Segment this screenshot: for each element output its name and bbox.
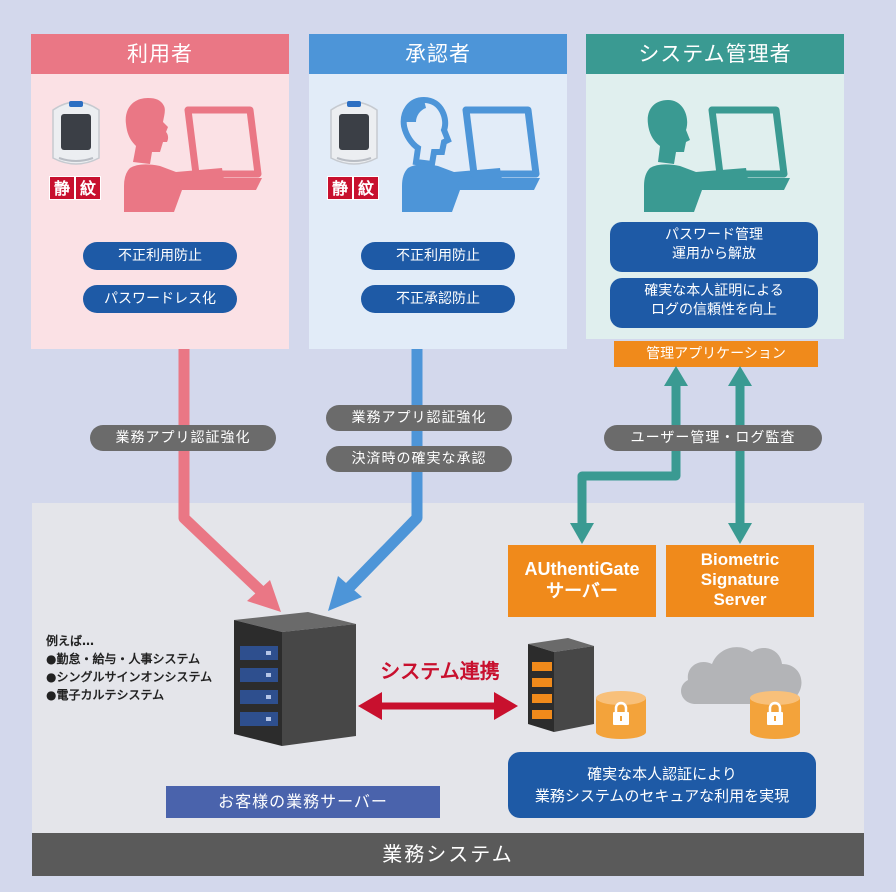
admin-pill-password-free: パスワード管理 運用から解放	[610, 222, 818, 272]
business-system-footer: 業務システム	[32, 833, 864, 876]
user-pill-fraud-prevention: 不正利用防止	[83, 242, 237, 270]
system-link-label: システム連携	[380, 659, 500, 683]
examples-list: 例えば… ●勤怠・給与・人事システム ●シングルサインオンシステム ●電子カルテ…	[46, 632, 212, 704]
seimon-badge-right: 紋	[75, 176, 101, 200]
approver-connector-label-2: 決済時の確実な承認	[326, 446, 512, 472]
auth-server-icon	[528, 638, 594, 732]
user-connector-label: 業務アプリ認証強化	[90, 425, 276, 451]
approver-pill-approval-prevention: 不正承認防止	[361, 285, 515, 313]
panel-approver: 承認者 静 紋 不正利用防止 不正承認防止	[309, 34, 567, 349]
panel-user-title: 利用者	[31, 34, 289, 74]
authentigate-server-box: AUthentiGate サーバー	[508, 545, 656, 617]
cloud-icon	[681, 647, 802, 704]
panel-admin: システム管理者 パスワード管理 運用から解放 確実な本人証明による ログの信頼性…	[586, 34, 844, 339]
person-laptop-icon	[644, 100, 790, 212]
admin-connector-authentigate	[577, 378, 681, 531]
secure-database-icon	[596, 691, 646, 739]
secure-database-icon	[750, 691, 800, 739]
panel-admin-title: システム管理者	[586, 34, 844, 74]
fingerprint-scanner-icon	[52, 101, 100, 165]
customer-server-tower-icon	[234, 612, 356, 746]
admin-app-label: 管理アプリケーション	[614, 341, 818, 367]
examples-heading: 例えば…	[46, 634, 95, 648]
user-connector-arrowhead	[247, 580, 281, 612]
seimon-badge-left: 静	[327, 176, 353, 200]
seimon-badge-right: 紋	[353, 176, 379, 200]
admin-pill-log-reliability: 確実な本人証明による ログの信頼性を向上	[610, 278, 818, 328]
footer-label: 業務システム	[382, 842, 514, 866]
person-laptop-icon	[124, 98, 262, 212]
user-pill-passwordless: パスワードレス化	[83, 285, 237, 313]
example-item: ●シングルサインオンシステム	[46, 670, 213, 684]
panel-user: 利用者 静 紋 不正利用防止 パスワードレス化	[31, 34, 289, 349]
approver-pill-fraud-prevention: 不正利用防止	[361, 242, 515, 270]
user-connector-arrow	[178, 349, 270, 600]
approver-connector-label-1: 業務アプリ認証強化	[326, 405, 512, 431]
biometric-server-box: Biometric Signature Server	[666, 545, 814, 617]
person-laptop-icon	[400, 96, 540, 212]
approver-connector-arrowhead	[328, 576, 362, 611]
fingerprint-scanner-icon	[330, 101, 378, 165]
result-callout: 確実な本人認証により 業務システムのセキュアな利用を実現	[508, 752, 816, 818]
admin-connector-label: ユーザー管理・ログ監査	[604, 425, 822, 451]
panel-approver-title: 承認者	[309, 34, 567, 74]
customer-server-label: お客様の業務サーバー	[166, 786, 440, 818]
example-item: ●電子カルテシステム	[46, 688, 165, 702]
seimon-badge-left: 静	[49, 176, 75, 200]
example-item: ●勤怠・給与・人事システム	[46, 652, 201, 666]
